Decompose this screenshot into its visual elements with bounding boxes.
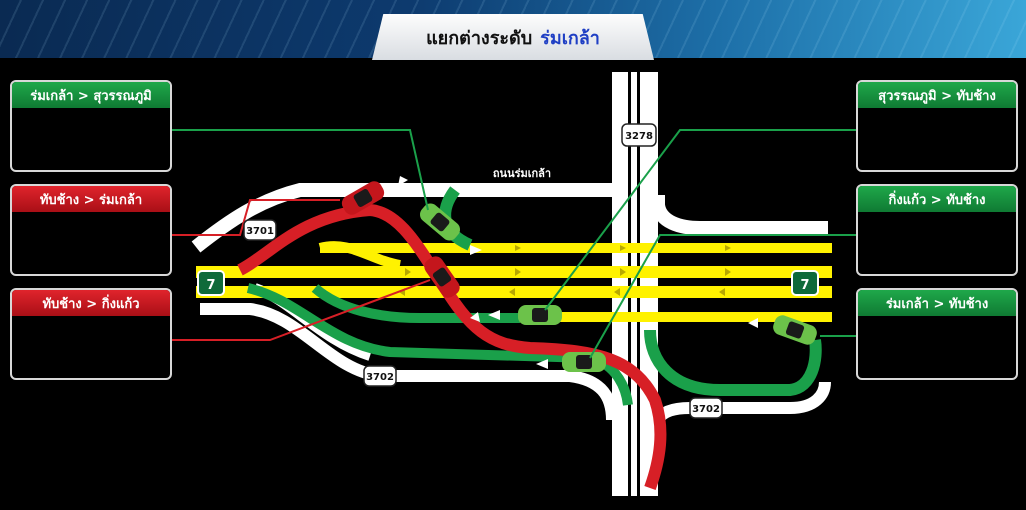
header-banner: แยกต่างระดับ ร่มเกล้า (0, 0, 1026, 60)
shield-3278: 3278 (621, 123, 657, 147)
panel-label: ร่มเกล้า > ทับช้าง (858, 290, 1016, 316)
title-tab: แยกต่างระดับ ร่มเกล้า (372, 14, 654, 60)
panel-label: สุวรรณภูมิ > ทับช้าง (858, 82, 1016, 108)
panel-body (12, 316, 170, 378)
panel-label: กิ่งแก้ว > ทับช้าง (858, 186, 1016, 212)
page-title-accent: ร่มเกล้า (540, 27, 600, 49)
road-romklao-right (651, 195, 828, 235)
panel-romklao-thapchang: ร่มเกล้า > ทับช้าง (856, 288, 1018, 380)
panel-romklao-suvarnabhumi: ร่มเกล้า > สุวรรณภูมิ (10, 80, 172, 172)
shield-3702-left: 3702 (363, 365, 397, 387)
svg-text:3278: 3278 (625, 131, 653, 142)
panel-label: ร่มเกล้า > สุวรรณภูมิ (12, 82, 170, 108)
car-red-top (341, 181, 385, 215)
road-3702-left (200, 303, 618, 421)
shield-7-left: 7 (197, 270, 225, 296)
leader-lines (170, 129, 858, 359)
panel-thapchang-kingkaew: ทับช้าง > กิ่งแก้ว (10, 288, 172, 380)
panel-label: ทับช้าง > ร่มเกล้า (12, 186, 170, 212)
car-green-right (773, 315, 817, 345)
svg-text:7: 7 (800, 278, 809, 293)
page-title: แยกต่างระดับ (426, 27, 533, 49)
panel-kingkaew-thapchang: กิ่งแก้ว > ทับช้าง (856, 184, 1018, 276)
svg-text:3702: 3702 (692, 404, 720, 415)
panel-thapchang-romklao: ทับช้าง > ร่มเกล้า (10, 184, 172, 276)
svg-text:3702: 3702 (366, 372, 394, 383)
road-label-romklao: ถนนร่มเกล้า (493, 167, 551, 180)
ramp-green-bottom (246, 283, 633, 406)
car-green-bottom (562, 352, 606, 372)
svg-text:7: 7 (206, 278, 215, 293)
shield-3702-right: 3702 (689, 397, 723, 419)
panel-suvarnabhumi-thapchang: สุวรรณภูมิ > ทับช้าง (856, 80, 1018, 172)
car-green-top (419, 203, 461, 241)
car-red-middle (424, 256, 460, 298)
panel-body (12, 212, 170, 274)
shield-3701: 3701 (243, 219, 277, 241)
ramp-green-lower-left (311, 284, 520, 323)
ramp-romklao-to-thapchang (644, 329, 822, 396)
panel-body (858, 108, 1016, 170)
direction-arrows (398, 176, 758, 369)
panel-label: ทับช้าง > กิ่งแก้ว (12, 290, 170, 316)
ramp-thapchang-to-romklao (237, 203, 667, 491)
svg-text:3701: 3701 (246, 226, 274, 237)
panel-body (858, 212, 1016, 274)
car-green-middle (518, 305, 562, 325)
panel-body (858, 316, 1016, 378)
shield-7-right: 7 (791, 270, 819, 296)
road-romklao-top (191, 183, 612, 253)
panel-body (12, 108, 170, 170)
